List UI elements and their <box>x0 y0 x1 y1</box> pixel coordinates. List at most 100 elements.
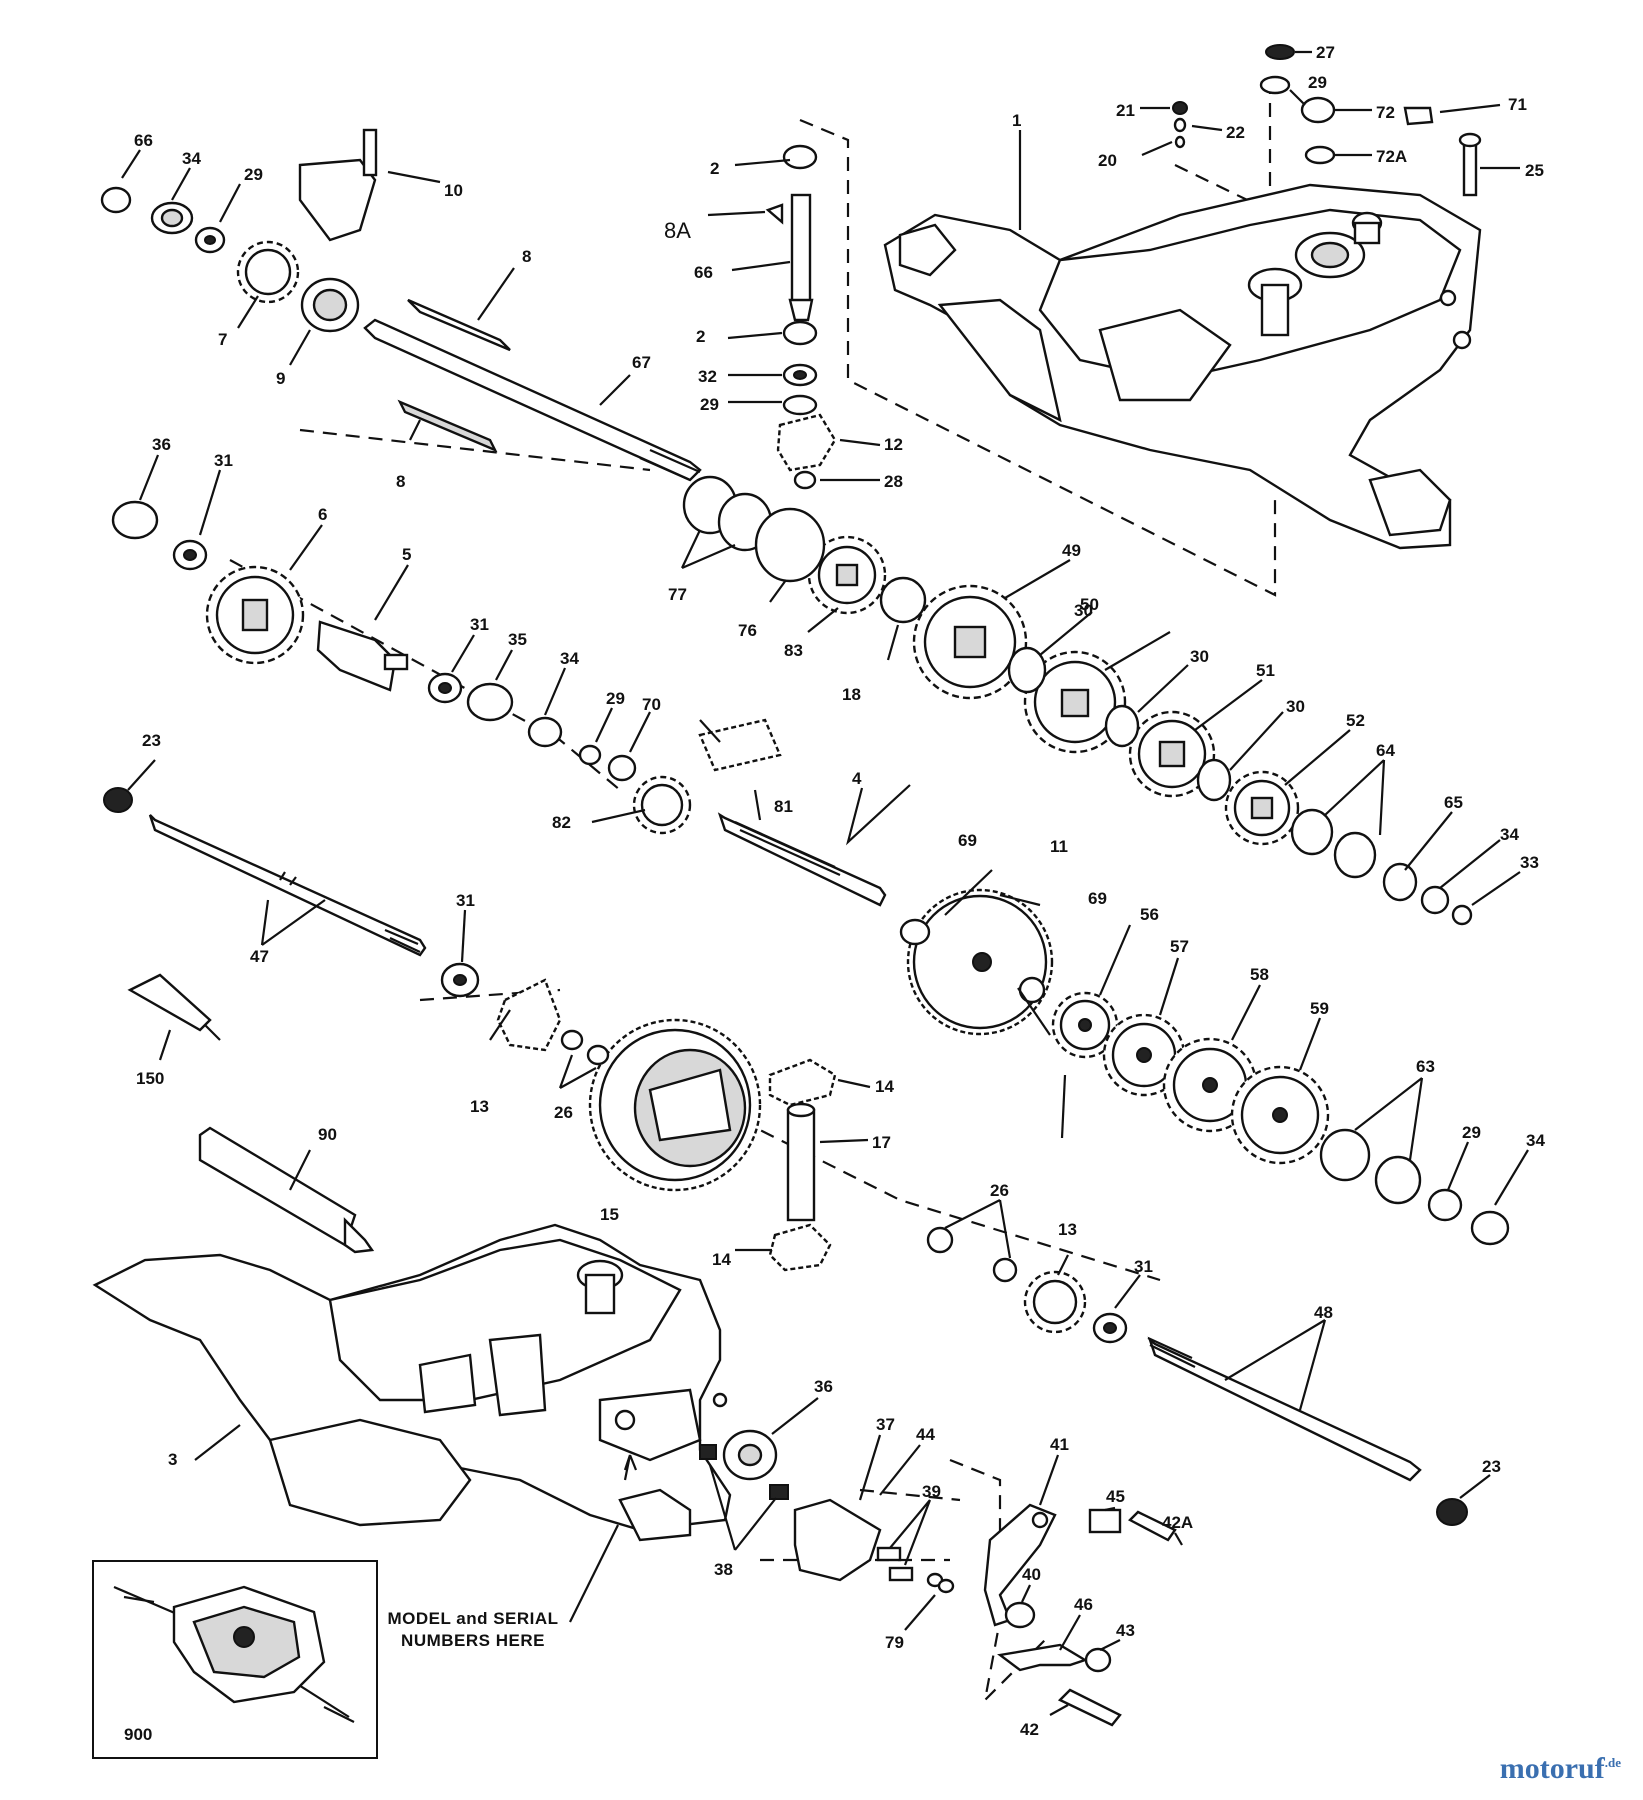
label: 65 <box>1444 793 1463 812</box>
label: 51 <box>1256 661 1275 680</box>
label: 79 <box>885 1633 904 1652</box>
label: 8A <box>664 218 691 243</box>
label: 41 <box>1050 1435 1069 1454</box>
inset-label: 900 <box>124 1725 152 1744</box>
model-serial-note: MODEL and SERIAL NUMBERS HERE <box>378 1608 568 1652</box>
label: 12 <box>884 435 903 454</box>
label: 2 <box>710 159 719 178</box>
gears <box>205 240 1330 1334</box>
label: 1 <box>1012 111 1021 130</box>
label: 72A <box>1376 147 1407 166</box>
label: 66 <box>694 263 713 282</box>
label: 81 <box>774 797 793 816</box>
label: 2 <box>696 327 705 346</box>
label: 3 <box>168 1450 177 1469</box>
label: 13 <box>470 1097 489 1116</box>
note-line-2: NUMBERS HERE <box>401 1631 545 1650</box>
label: 34 <box>560 649 579 668</box>
label: 8 <box>522 247 531 266</box>
label: 49 <box>1062 541 1081 560</box>
label: 29 <box>606 689 625 708</box>
label: 59 <box>1310 999 1329 1018</box>
part-labels: 1 2 2 3 4 5 6 7 8 8 8A 9 10 11 12 13 13 … <box>134 43 1545 1739</box>
watermark-suffix: .de <box>1604 1755 1621 1770</box>
label: 71 <box>1508 95 1527 114</box>
note-line-1: MODEL and SERIAL <box>387 1609 559 1628</box>
leader-lines <box>121 50 1529 1716</box>
label: 37 <box>876 1415 895 1434</box>
label: 66 <box>134 131 153 150</box>
label: 23 <box>142 731 161 750</box>
label: 40 <box>1022 1565 1041 1584</box>
watermark-logo: motoruf.de <box>1500 1752 1621 1786</box>
label: 10 <box>444 181 463 200</box>
label: 42 <box>1020 1720 1039 1739</box>
label: 11 <box>1050 837 1068 856</box>
label: 30 <box>1286 697 1305 716</box>
label: 23 <box>1482 1457 1501 1476</box>
label: 5 <box>402 545 411 564</box>
label: 44 <box>916 1425 935 1444</box>
label: 7 <box>218 330 227 349</box>
label: 64 <box>1376 741 1395 760</box>
label: 27 <box>1316 43 1335 62</box>
label: 43 <box>1116 1621 1135 1640</box>
label: 82 <box>552 813 571 832</box>
label: 69 <box>1088 889 1107 908</box>
label: 39 <box>922 1482 941 1501</box>
label: 72 <box>1376 103 1395 122</box>
label: 32 <box>698 367 717 386</box>
label: 6 <box>318 505 327 524</box>
label: 4 <box>852 769 862 788</box>
upper-housing-part-1 <box>883 183 1482 550</box>
label: 30 <box>1190 647 1209 666</box>
label: 31 <box>214 451 233 470</box>
label: 69 <box>958 831 977 850</box>
label: 57 <box>1170 937 1189 956</box>
label: 47 <box>250 947 269 966</box>
label: 34 <box>1526 1131 1545 1150</box>
label: 70 <box>642 695 661 714</box>
label: 31 <box>1134 1257 1153 1276</box>
label: 42A <box>1162 1513 1193 1532</box>
label: 30 <box>1074 601 1093 620</box>
label: 34 <box>1500 825 1519 844</box>
label: 52 <box>1346 711 1365 730</box>
label: 13 <box>1058 1220 1077 1239</box>
label: 33 <box>1520 853 1539 872</box>
label: 17 <box>872 1133 891 1152</box>
label: 31 <box>456 891 475 910</box>
label: 67 <box>632 353 651 372</box>
label: 29 <box>1462 1123 1481 1142</box>
label: 22 <box>1226 123 1245 142</box>
label: 31 <box>470 615 489 634</box>
label: 50 <box>1080 595 1099 614</box>
label: 83 <box>784 641 803 660</box>
label: 18 <box>842 685 861 704</box>
label: 90 <box>318 1125 337 1144</box>
label: 48 <box>1314 1303 1333 1322</box>
label: 77 <box>668 585 687 604</box>
label: 38 <box>714 1560 733 1579</box>
inset-thumbnail-box: 900 <box>92 1560 378 1759</box>
label: 45 <box>1106 1487 1125 1506</box>
label: 29 <box>244 165 263 184</box>
label: 15 <box>600 1205 619 1224</box>
label: 35 <box>508 630 527 649</box>
label: 63 <box>1416 1057 1435 1076</box>
label: 26 <box>554 1103 573 1122</box>
inset-assembly-icon: 900 <box>113 1585 355 1744</box>
label: 56 <box>1140 905 1159 924</box>
label: 58 <box>1250 965 1269 984</box>
washers-bushings <box>100 44 1510 1673</box>
label: 28 <box>884 472 903 491</box>
watermark-main: motoruf <box>1499 1752 1605 1785</box>
label: 29 <box>700 395 719 414</box>
label: 36 <box>814 1377 833 1396</box>
label: 25 <box>1525 161 1544 180</box>
label: 8 <box>396 472 405 491</box>
label: 36 <box>152 435 171 454</box>
shafts <box>127 132 1482 1727</box>
